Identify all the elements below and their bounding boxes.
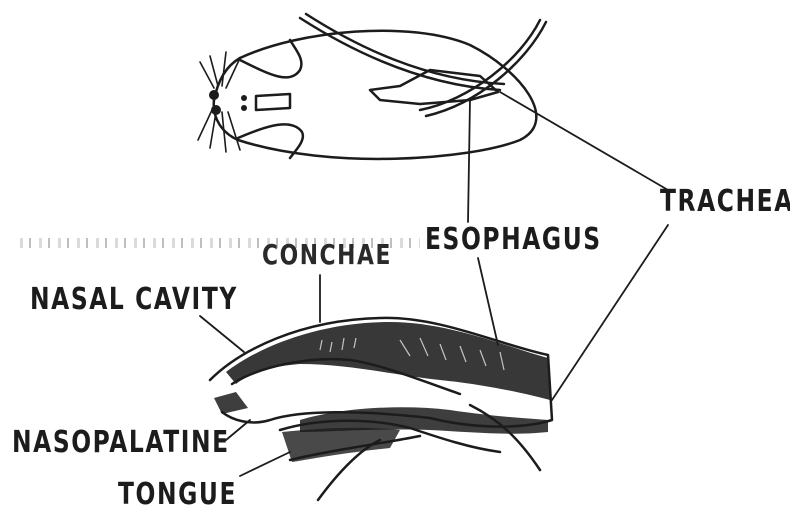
- label-tongue: TONGUE: [118, 480, 237, 510]
- label-nasopalatine: NASOPALATINE: [12, 428, 230, 458]
- head-top-view: [214, 14, 546, 159]
- label-nasal-cavity: NASAL CAVITY: [30, 285, 238, 315]
- label-esophagus: ESOPHAGUS: [425, 225, 602, 255]
- label-conchae: CONCHAE: [262, 241, 392, 269]
- label-trachea: TRACHEA: [660, 187, 790, 217]
